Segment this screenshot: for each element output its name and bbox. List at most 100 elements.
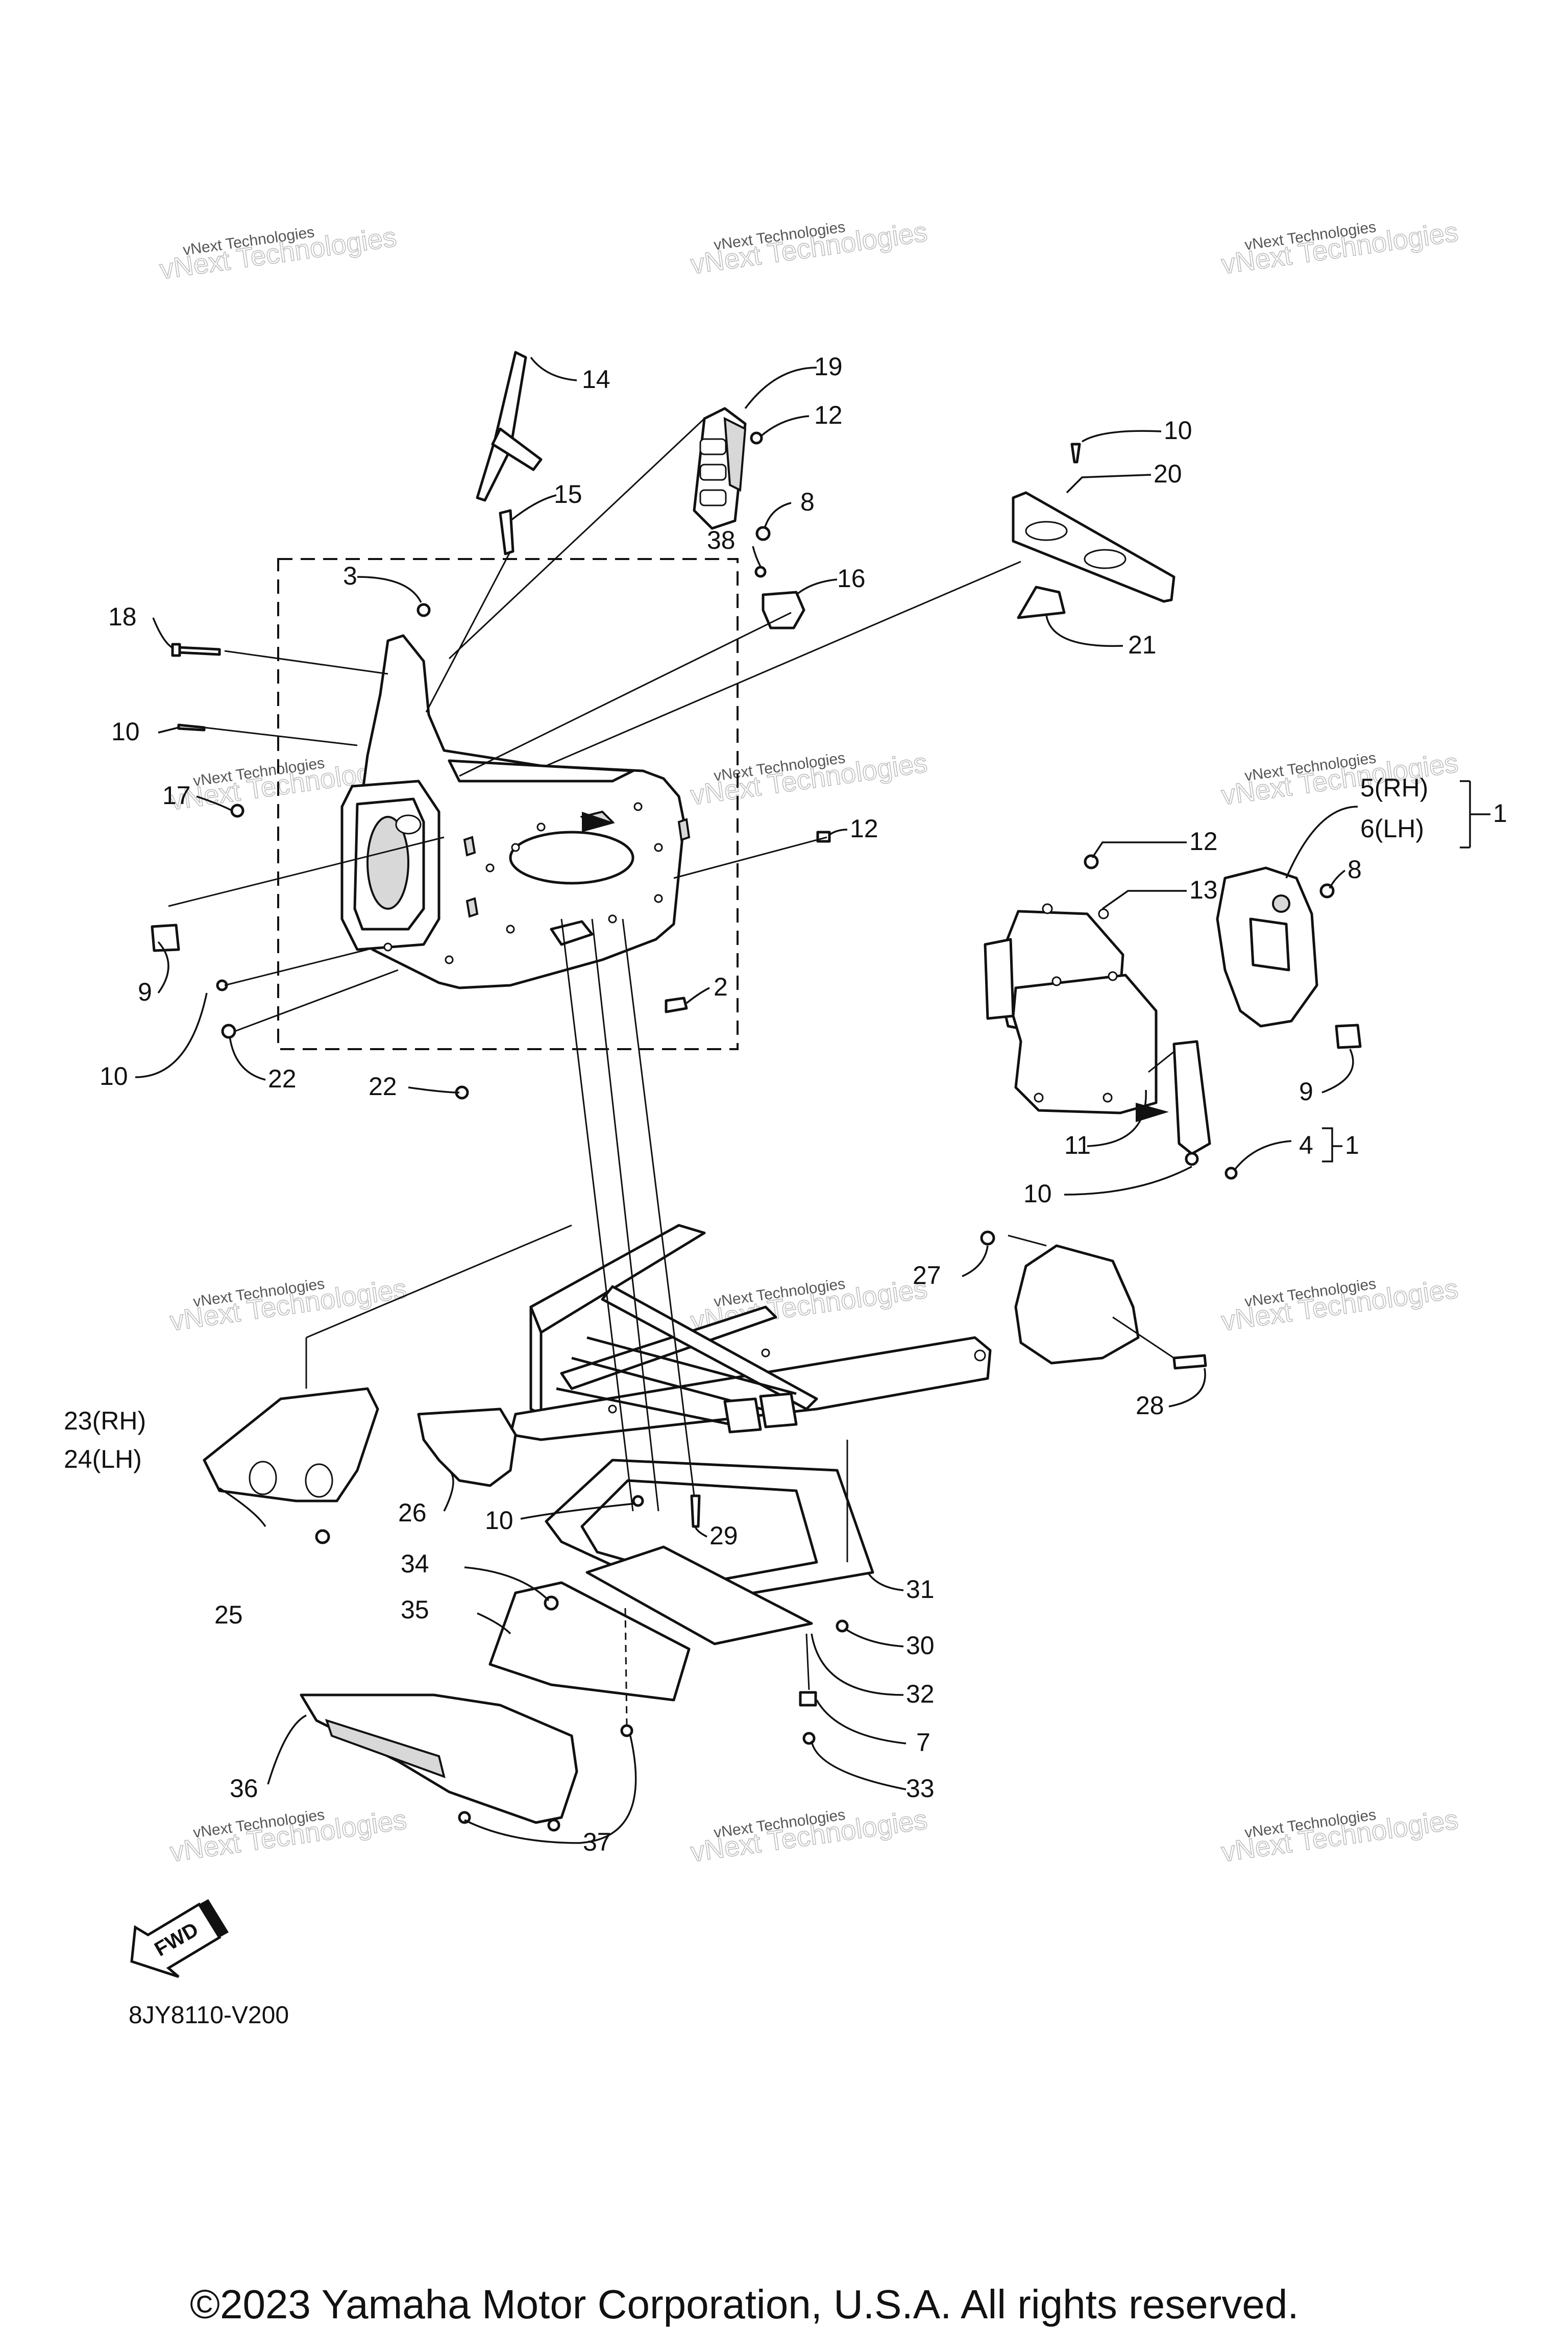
- callout-31: 31: [906, 1575, 935, 1604]
- callout-10: 10: [1023, 1179, 1052, 1208]
- part-27-bolt: [980, 1230, 995, 1246]
- part-10-screw: [632, 1495, 644, 1507]
- callout-13: 13: [1189, 876, 1218, 904]
- part-5-6-bracket: [1216, 866, 1318, 1028]
- part-38-washer: [754, 566, 767, 578]
- callout-10: 10: [1164, 416, 1192, 445]
- callout-8: 8: [1348, 855, 1362, 884]
- part-21-stay: [1017, 586, 1066, 619]
- part-9-grommet: [1335, 1024, 1362, 1049]
- main-frame: [509, 1224, 992, 1441]
- callout-9: 9: [138, 978, 152, 1006]
- part-28-bolt: [1172, 1354, 1207, 1370]
- callout-23: 23(RH): [64, 1406, 146, 1435]
- part-11-box: [1012, 971, 1158, 1114]
- callout-1: 1: [1345, 1131, 1359, 1159]
- part-23-24-bracket: [203, 1387, 379, 1502]
- part-32-skid-plate: [585, 1545, 813, 1645]
- callout-38: 38: [707, 526, 736, 554]
- callout-10: 10: [111, 717, 140, 746]
- part-10-screw: [1185, 1152, 1199, 1166]
- callout-36: 36: [230, 1774, 258, 1803]
- part-12-nut: [750, 431, 763, 445]
- callout-12: 12: [814, 401, 843, 429]
- diagram-code: 8JY8110-V200: [129, 2002, 289, 2029]
- callout-30: 30: [906, 1631, 935, 1660]
- callout-16: 16: [837, 564, 866, 593]
- part-4-bolt: [1224, 1167, 1238, 1180]
- callout-9: 9: [1299, 1077, 1313, 1106]
- part-22-bolt: [221, 1024, 236, 1039]
- callout-28: 28: [1136, 1391, 1164, 1420]
- callout-17: 17: [162, 781, 191, 810]
- part-14-panel: [476, 351, 543, 502]
- copyright-notice: ©2023 Yamaha Motor Corporation, U.S.A. A…: [190, 2282, 1299, 2327]
- callout-37: 37: [583, 1828, 611, 1856]
- callout-27: 27: [913, 1261, 941, 1290]
- front-frame-assembly: [340, 634, 691, 989]
- part-3-bolt: [416, 603, 431, 617]
- alignment-guides: [168, 418, 1174, 1726]
- part-2-clip: [665, 997, 688, 1013]
- callout-12: 12: [850, 814, 878, 843]
- direction-arrow: [582, 812, 615, 832]
- part-36-guard: [300, 1693, 578, 1824]
- part-20-plate: [1012, 491, 1175, 603]
- part-37-clip: [620, 1724, 633, 1737]
- callout-8: 8: [800, 488, 815, 516]
- callout-33: 33: [906, 1774, 935, 1803]
- part-16-bracket: [762, 591, 805, 629]
- callout-18: 18: [108, 602, 137, 631]
- callout-1: 1: [1493, 799, 1507, 828]
- callout-labels: 14 19 12 15 8 38 16 10 20 21 3 18 10 17 …: [64, 352, 1507, 1856]
- callout-4: 4: [1299, 1131, 1313, 1159]
- part-8-bolt: [755, 526, 771, 541]
- fwd-arrow-icon: FWD: [130, 1899, 229, 1978]
- part-35-skid-plate: [488, 1581, 691, 1702]
- callout-7: 7: [916, 1728, 930, 1757]
- callout-25: 25: [214, 1600, 243, 1629]
- callout-22: 22: [369, 1072, 397, 1101]
- part-37-clip: [458, 1811, 471, 1824]
- callout-10: 10: [485, 1506, 513, 1535]
- part-12-nut: [1084, 854, 1099, 869]
- callout-2: 2: [714, 973, 728, 1001]
- part-17-bolt: [230, 804, 244, 818]
- part-10-screw: [1070, 443, 1081, 464]
- callout-5: 5(RH): [1360, 773, 1428, 802]
- part-37-clip: [547, 1818, 560, 1832]
- callout-11: 11: [1064, 1131, 1091, 1159]
- callout-12: 12: [1189, 827, 1218, 856]
- part-9-grommet: [151, 924, 180, 952]
- callout-24: 24(LH): [64, 1445, 142, 1473]
- leader-lines: [135, 356, 1490, 1844]
- callout-6: 6(LH): [1360, 814, 1424, 843]
- callout-20: 20: [1154, 459, 1182, 488]
- part-4-plate: [1172, 1040, 1211, 1155]
- part-25-clip: [315, 1529, 330, 1544]
- callout-15: 15: [554, 480, 582, 508]
- part-28-bracket: [1014, 1244, 1140, 1365]
- callout-29: 29: [709, 1521, 738, 1550]
- callout-21: 21: [1128, 630, 1157, 659]
- callout-35: 35: [401, 1595, 429, 1624]
- callout-19: 19: [814, 352, 843, 381]
- callout-3: 3: [343, 562, 357, 590]
- part-15-clip: [499, 509, 514, 555]
- callout-34: 34: [401, 1549, 429, 1578]
- callout-10: 10: [100, 1062, 128, 1090]
- part-7-nut: [799, 1691, 817, 1707]
- part-10-screw: [177, 723, 206, 732]
- callout-26: 26: [398, 1498, 427, 1527]
- part-29-bolt: [690, 1494, 701, 1528]
- callout-14: 14: [582, 365, 610, 394]
- callout-22: 22: [268, 1064, 297, 1093]
- part-19-light: [693, 407, 747, 530]
- part-26-crossmember: [417, 1408, 517, 1487]
- assembly-boundary: [277, 558, 739, 1050]
- callout-32: 32: [906, 1680, 935, 1708]
- part-18-bolt: [177, 646, 221, 656]
- part-18-head: [171, 643, 181, 657]
